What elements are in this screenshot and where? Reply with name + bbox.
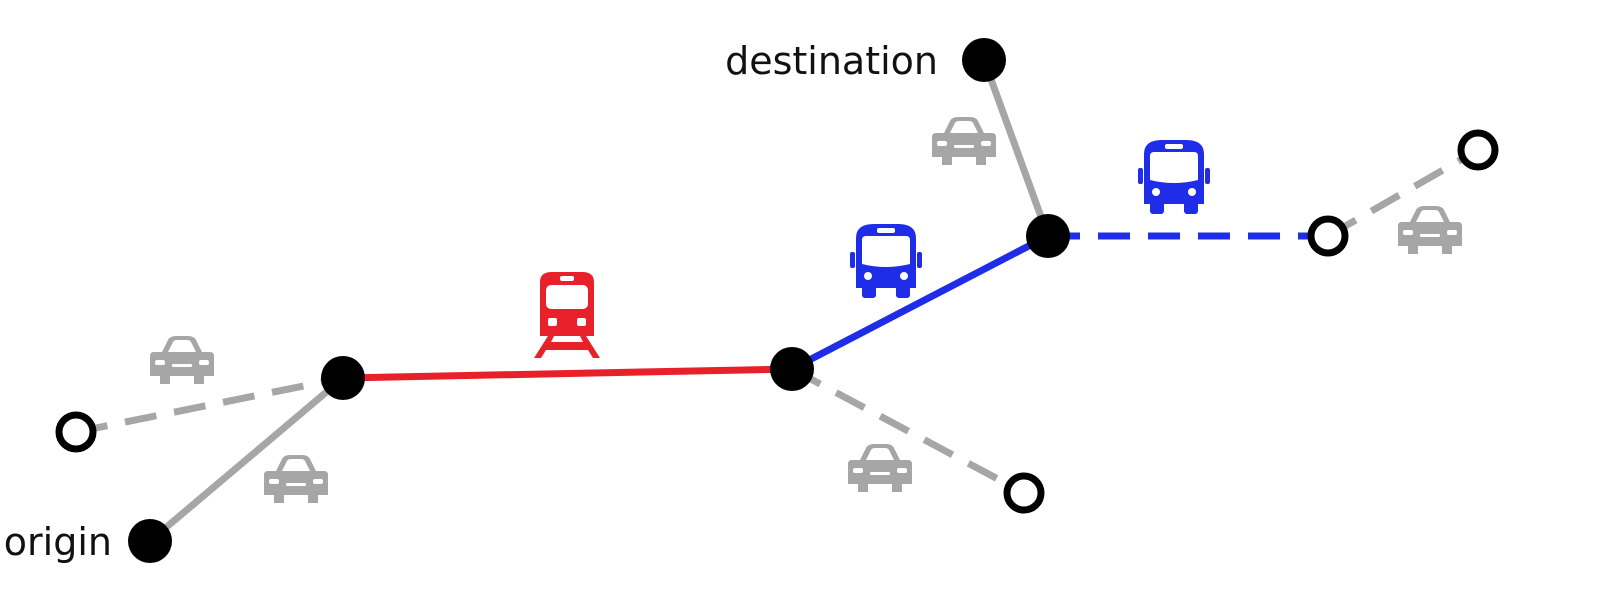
car-icon [932,117,996,165]
destination-label: destination [725,39,938,83]
origin-node [128,519,172,563]
car-icon [150,336,214,384]
station-node [321,356,365,400]
open-node [1003,472,1045,514]
open-node [55,411,97,453]
car-icon [264,455,328,503]
open-node [1457,129,1499,171]
car-leg-dashed-c [1326,146,1480,240]
destination-node [962,38,1006,82]
bus-icon [850,224,922,298]
car-leg-dashed-a [75,374,344,436]
bus-icon [1138,140,1210,214]
origin-label: origin [4,520,112,564]
car-leg-origin [147,375,346,544]
car-leg-dashed-b [790,365,1026,497]
car-icon [848,444,912,492]
station-node [1026,214,1070,258]
station-node [770,347,814,391]
bus-leg [790,232,1050,373]
train-leg [342,365,793,382]
train-icon [534,272,600,358]
open-node [1307,215,1349,257]
car-icon [1398,206,1462,254]
car-leg-destination [980,58,1052,238]
